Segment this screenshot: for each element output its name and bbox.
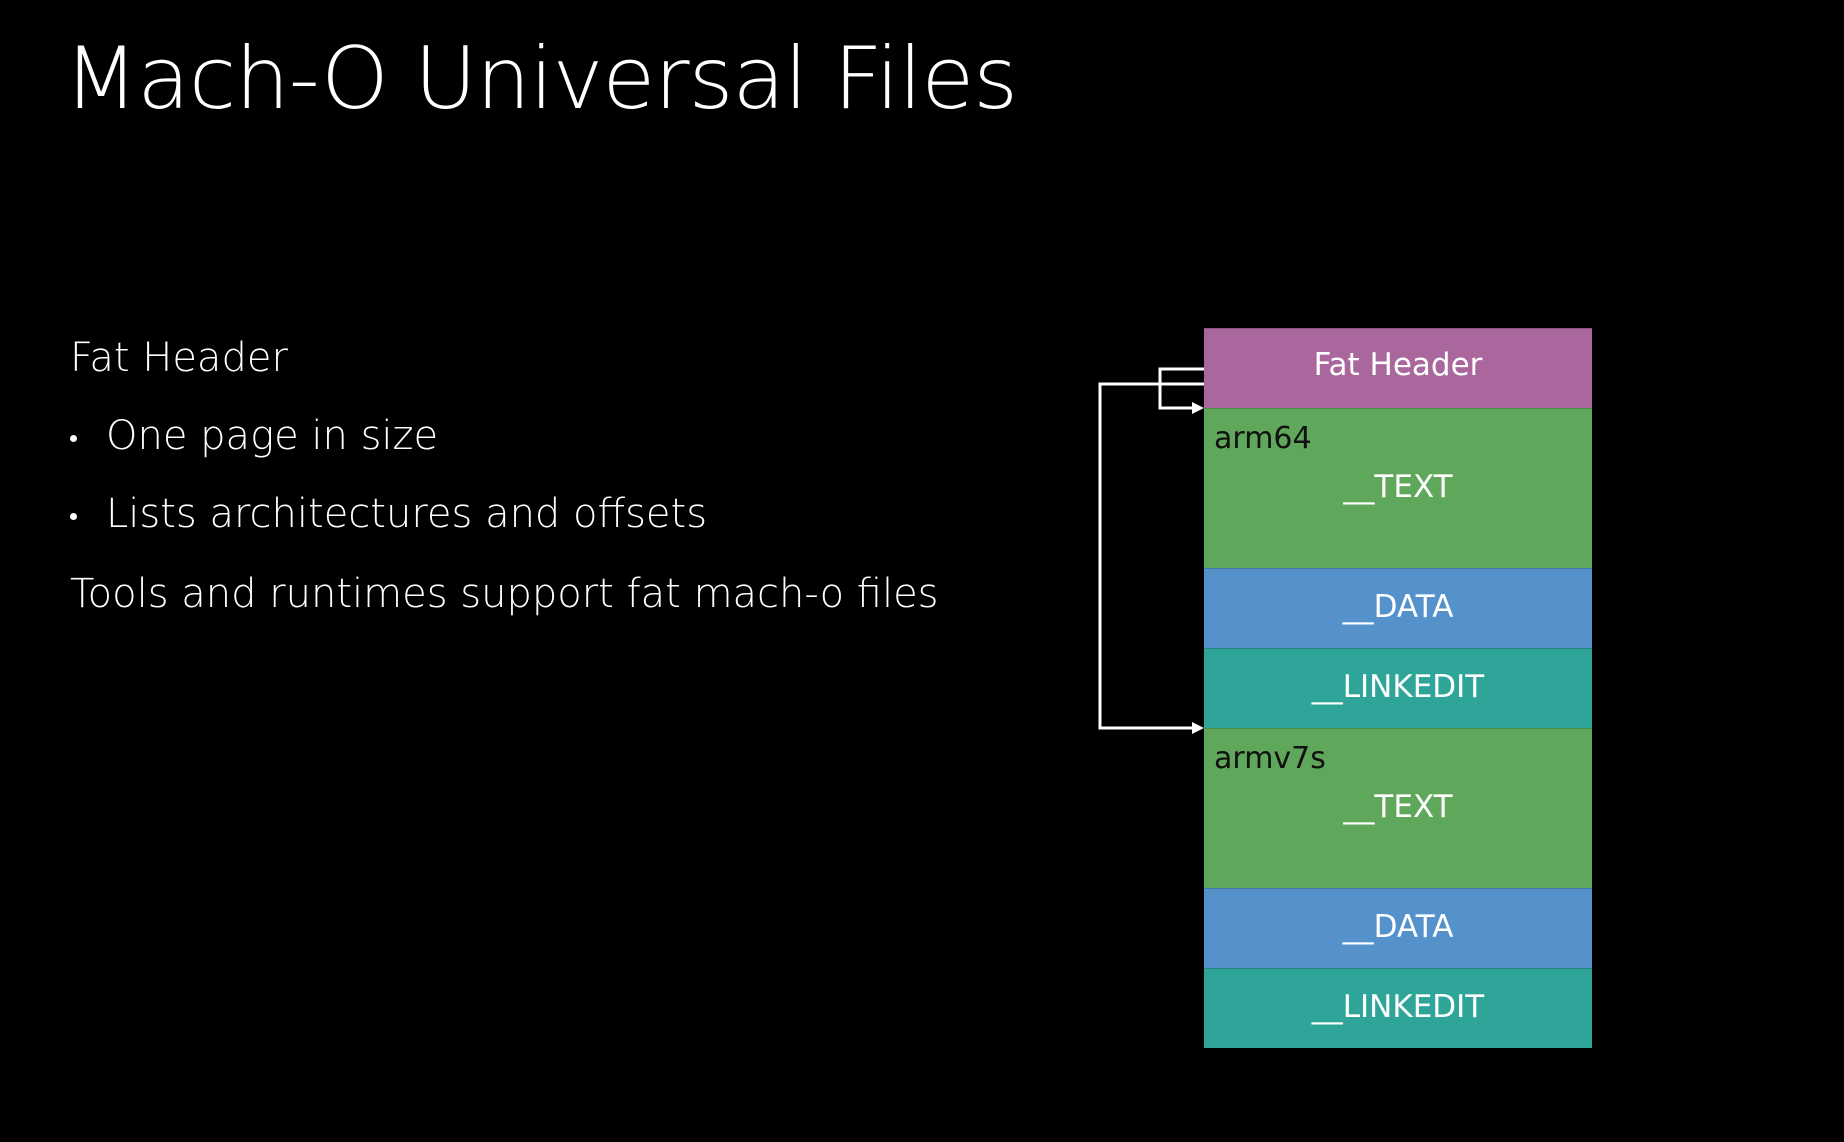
bullet-dot-icon: [70, 513, 77, 520]
armv7s-linkedit-segment: __LINKEDIT: [1204, 968, 1592, 1048]
arm64-offset-arrow: [1158, 367, 1204, 410]
arm64-linkedit-segment: __LINKEDIT: [1204, 648, 1592, 728]
armv7s-linkedit-segment-label: __LINKEDIT: [1311, 989, 1485, 1025]
bullet-heading: Fat Header: [70, 335, 288, 381]
bullet-heading: Tools and runtimes support fat mach-o fi…: [70, 571, 939, 617]
armv7s-offset-arrow: [1098, 382, 1204, 730]
bullet-dot-icon: [70, 435, 77, 442]
fat-header-block: Fat Header: [1204, 328, 1592, 408]
arm64-data-segment: __DATA: [1204, 568, 1592, 648]
arm64-text-segment: __TEXT arm64: [1204, 408, 1592, 568]
slide-title: Mach-O Universal Files: [64, 29, 1018, 129]
armv7s-text-segment-label: __TEXT: [1343, 789, 1453, 825]
arch-name-armv7s: armv7s: [1214, 741, 1326, 776]
arch-name-arm64: arm64: [1214, 421, 1312, 456]
fat-header-block-label: Fat Header: [1313, 347, 1483, 383]
armv7s-text-segment: __TEXT armv7s: [1204, 728, 1592, 888]
armv7s-data-segment: __DATA: [1204, 888, 1592, 968]
arm64-data-segment-label: __DATA: [1342, 589, 1454, 625]
armv7s-arrowhead-icon: [1192, 722, 1204, 734]
armv7s-data-segment-label: __DATA: [1342, 909, 1454, 945]
arm64-arrowhead-icon: [1192, 402, 1204, 414]
arm64-text-segment-label: __TEXT: [1343, 469, 1453, 505]
sub-bullet: Lists architectures and offsets: [106, 491, 708, 537]
arm64-linkedit-segment-label: __LINKEDIT: [1311, 669, 1485, 705]
sub-bullet: One page in size: [106, 413, 439, 459]
offset-arrows: [1098, 367, 1204, 734]
